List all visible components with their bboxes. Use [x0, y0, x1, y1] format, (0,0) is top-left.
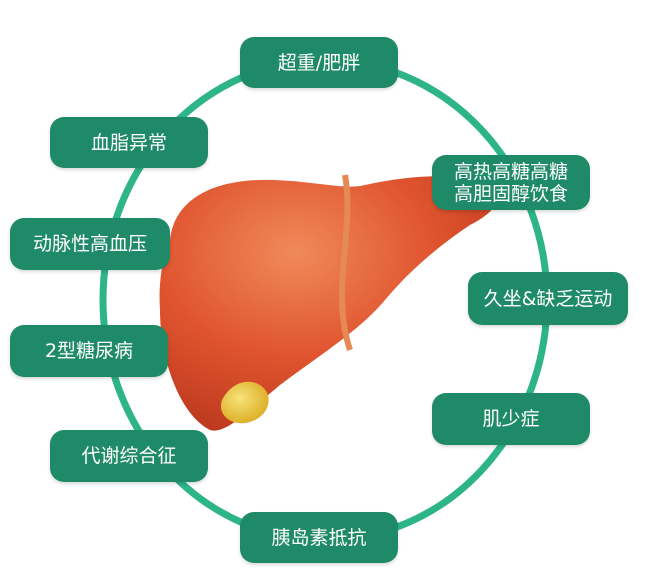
- factor-hypertension: 动脉性高血压: [10, 218, 170, 270]
- factor-label: 胰岛素抵抗: [271, 526, 367, 549]
- factor-label-line2: 高胆固醇饮食: [453, 182, 568, 205]
- liver-illustration: [159, 176, 499, 431]
- factor-label: 2型糖尿病: [44, 340, 134, 362]
- factor-sarcopenia: 肌少症: [432, 393, 590, 445]
- factor-sedentary: 久坐&缺乏运动: [468, 272, 628, 325]
- factor-diet: 高热高糖高糖高胆固醇饮食: [432, 155, 590, 210]
- factor-label: 血脂异常: [90, 131, 167, 154]
- ligament: [339, 174, 353, 351]
- factor-label: 高热高糖高糖: [453, 160, 568, 183]
- factor-dyslipidemia: 血脂异常: [50, 117, 208, 168]
- factor-metabolic-syndrome: 代谢综合征: [50, 430, 208, 482]
- factor-label: 动脉性高血压: [32, 233, 147, 255]
- factor-label: 肌少症: [482, 408, 540, 430]
- factor-insulin-resistance: 胰岛素抵抗: [240, 512, 398, 563]
- factor-label: 代谢综合征: [81, 445, 177, 467]
- factor-label: 久坐&缺乏运动: [483, 287, 613, 310]
- gallbladder-icon: [220, 381, 269, 424]
- factor-overweight: 超重/肥胖: [240, 37, 398, 88]
- factor-diabetes: 2型糖尿病: [10, 325, 168, 377]
- factor-label: 超重/肥胖: [277, 51, 361, 74]
